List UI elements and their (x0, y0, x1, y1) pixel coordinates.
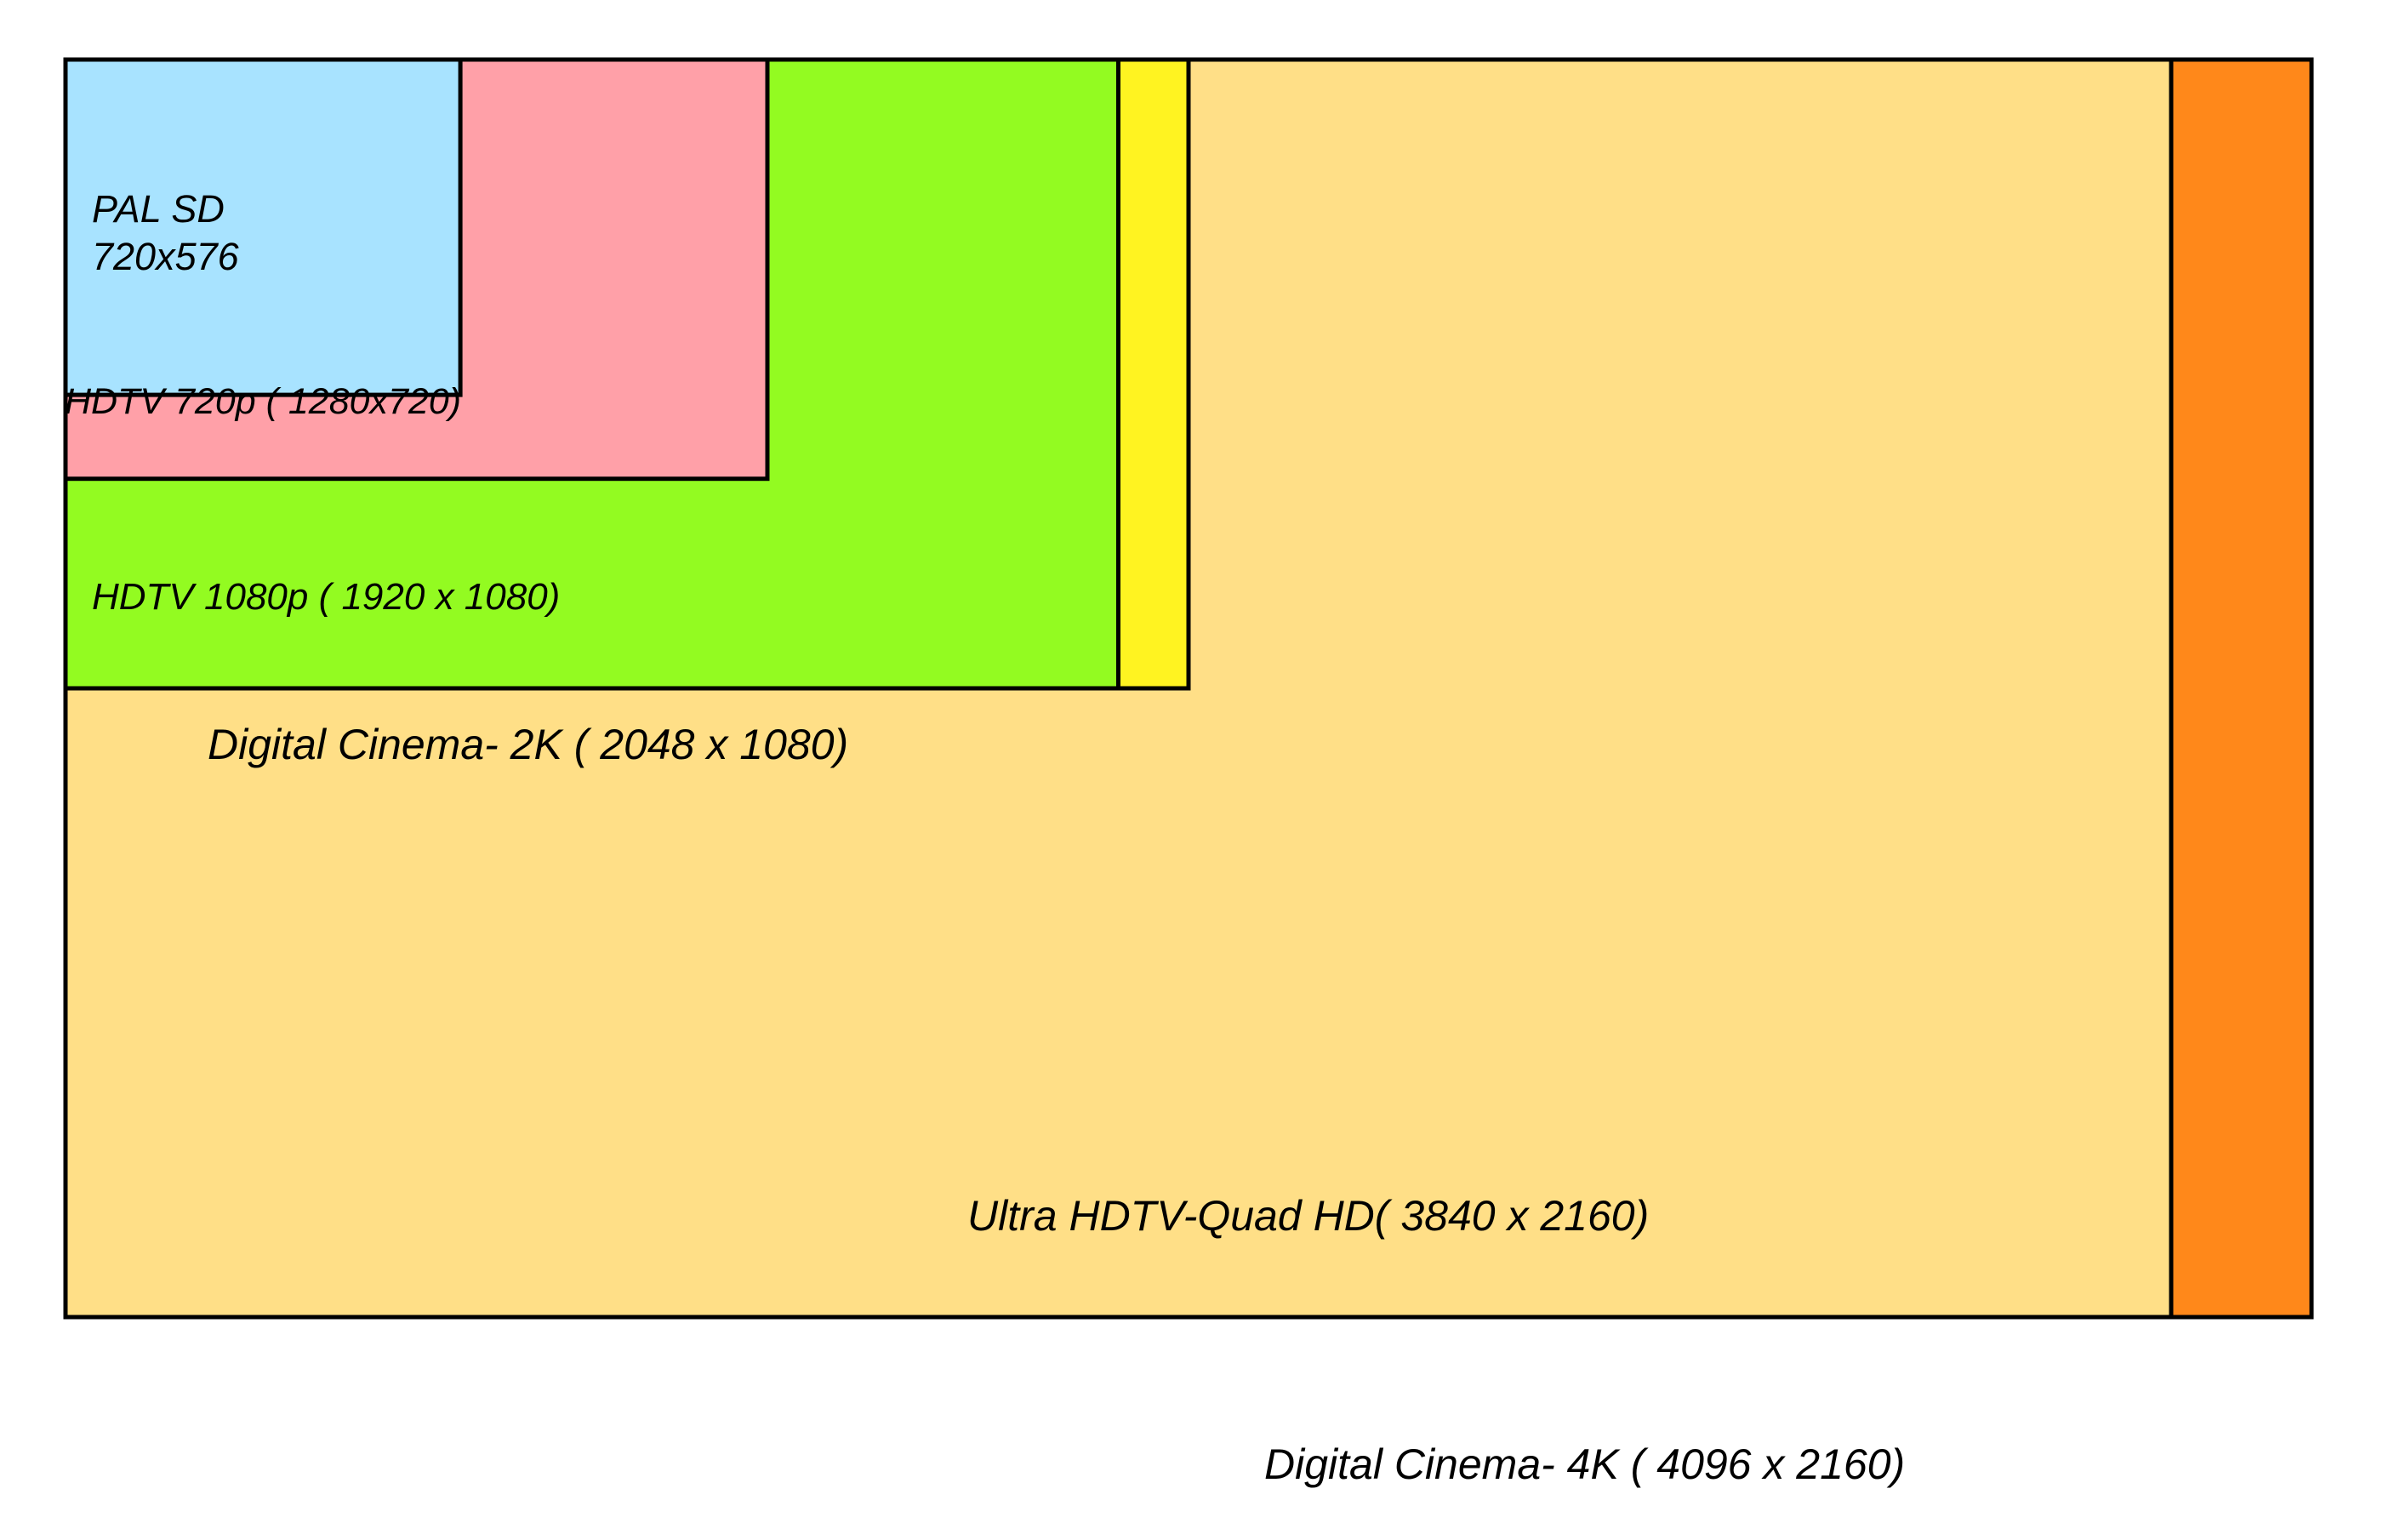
label-pal-sd-resolution: 720x576 (92, 235, 239, 279)
label-digital-cinema-4k: Digital Cinema- 4K ( 4096 x 2160) (1264, 1440, 1906, 1488)
label-hdtv-1080p: HDTV 1080p ( 1920 x 1080) (92, 576, 561, 618)
label-hdtv-720p: HDTV 720p ( 1280x720) (65, 381, 462, 422)
label-ultra-hdtv-quad-hd: Ultra HDTV-Quad HD( 3840 x 2160) (967, 1192, 1650, 1240)
label-pal-sd-name: PAL SD (92, 187, 225, 231)
label-pal-sd: PAL SD 720x576 (92, 185, 239, 282)
label-digital-cinema-2k: Digital Cinema- 2K ( 2048 x 1080) (208, 721, 849, 768)
rect-pal-sd (63, 57, 463, 397)
